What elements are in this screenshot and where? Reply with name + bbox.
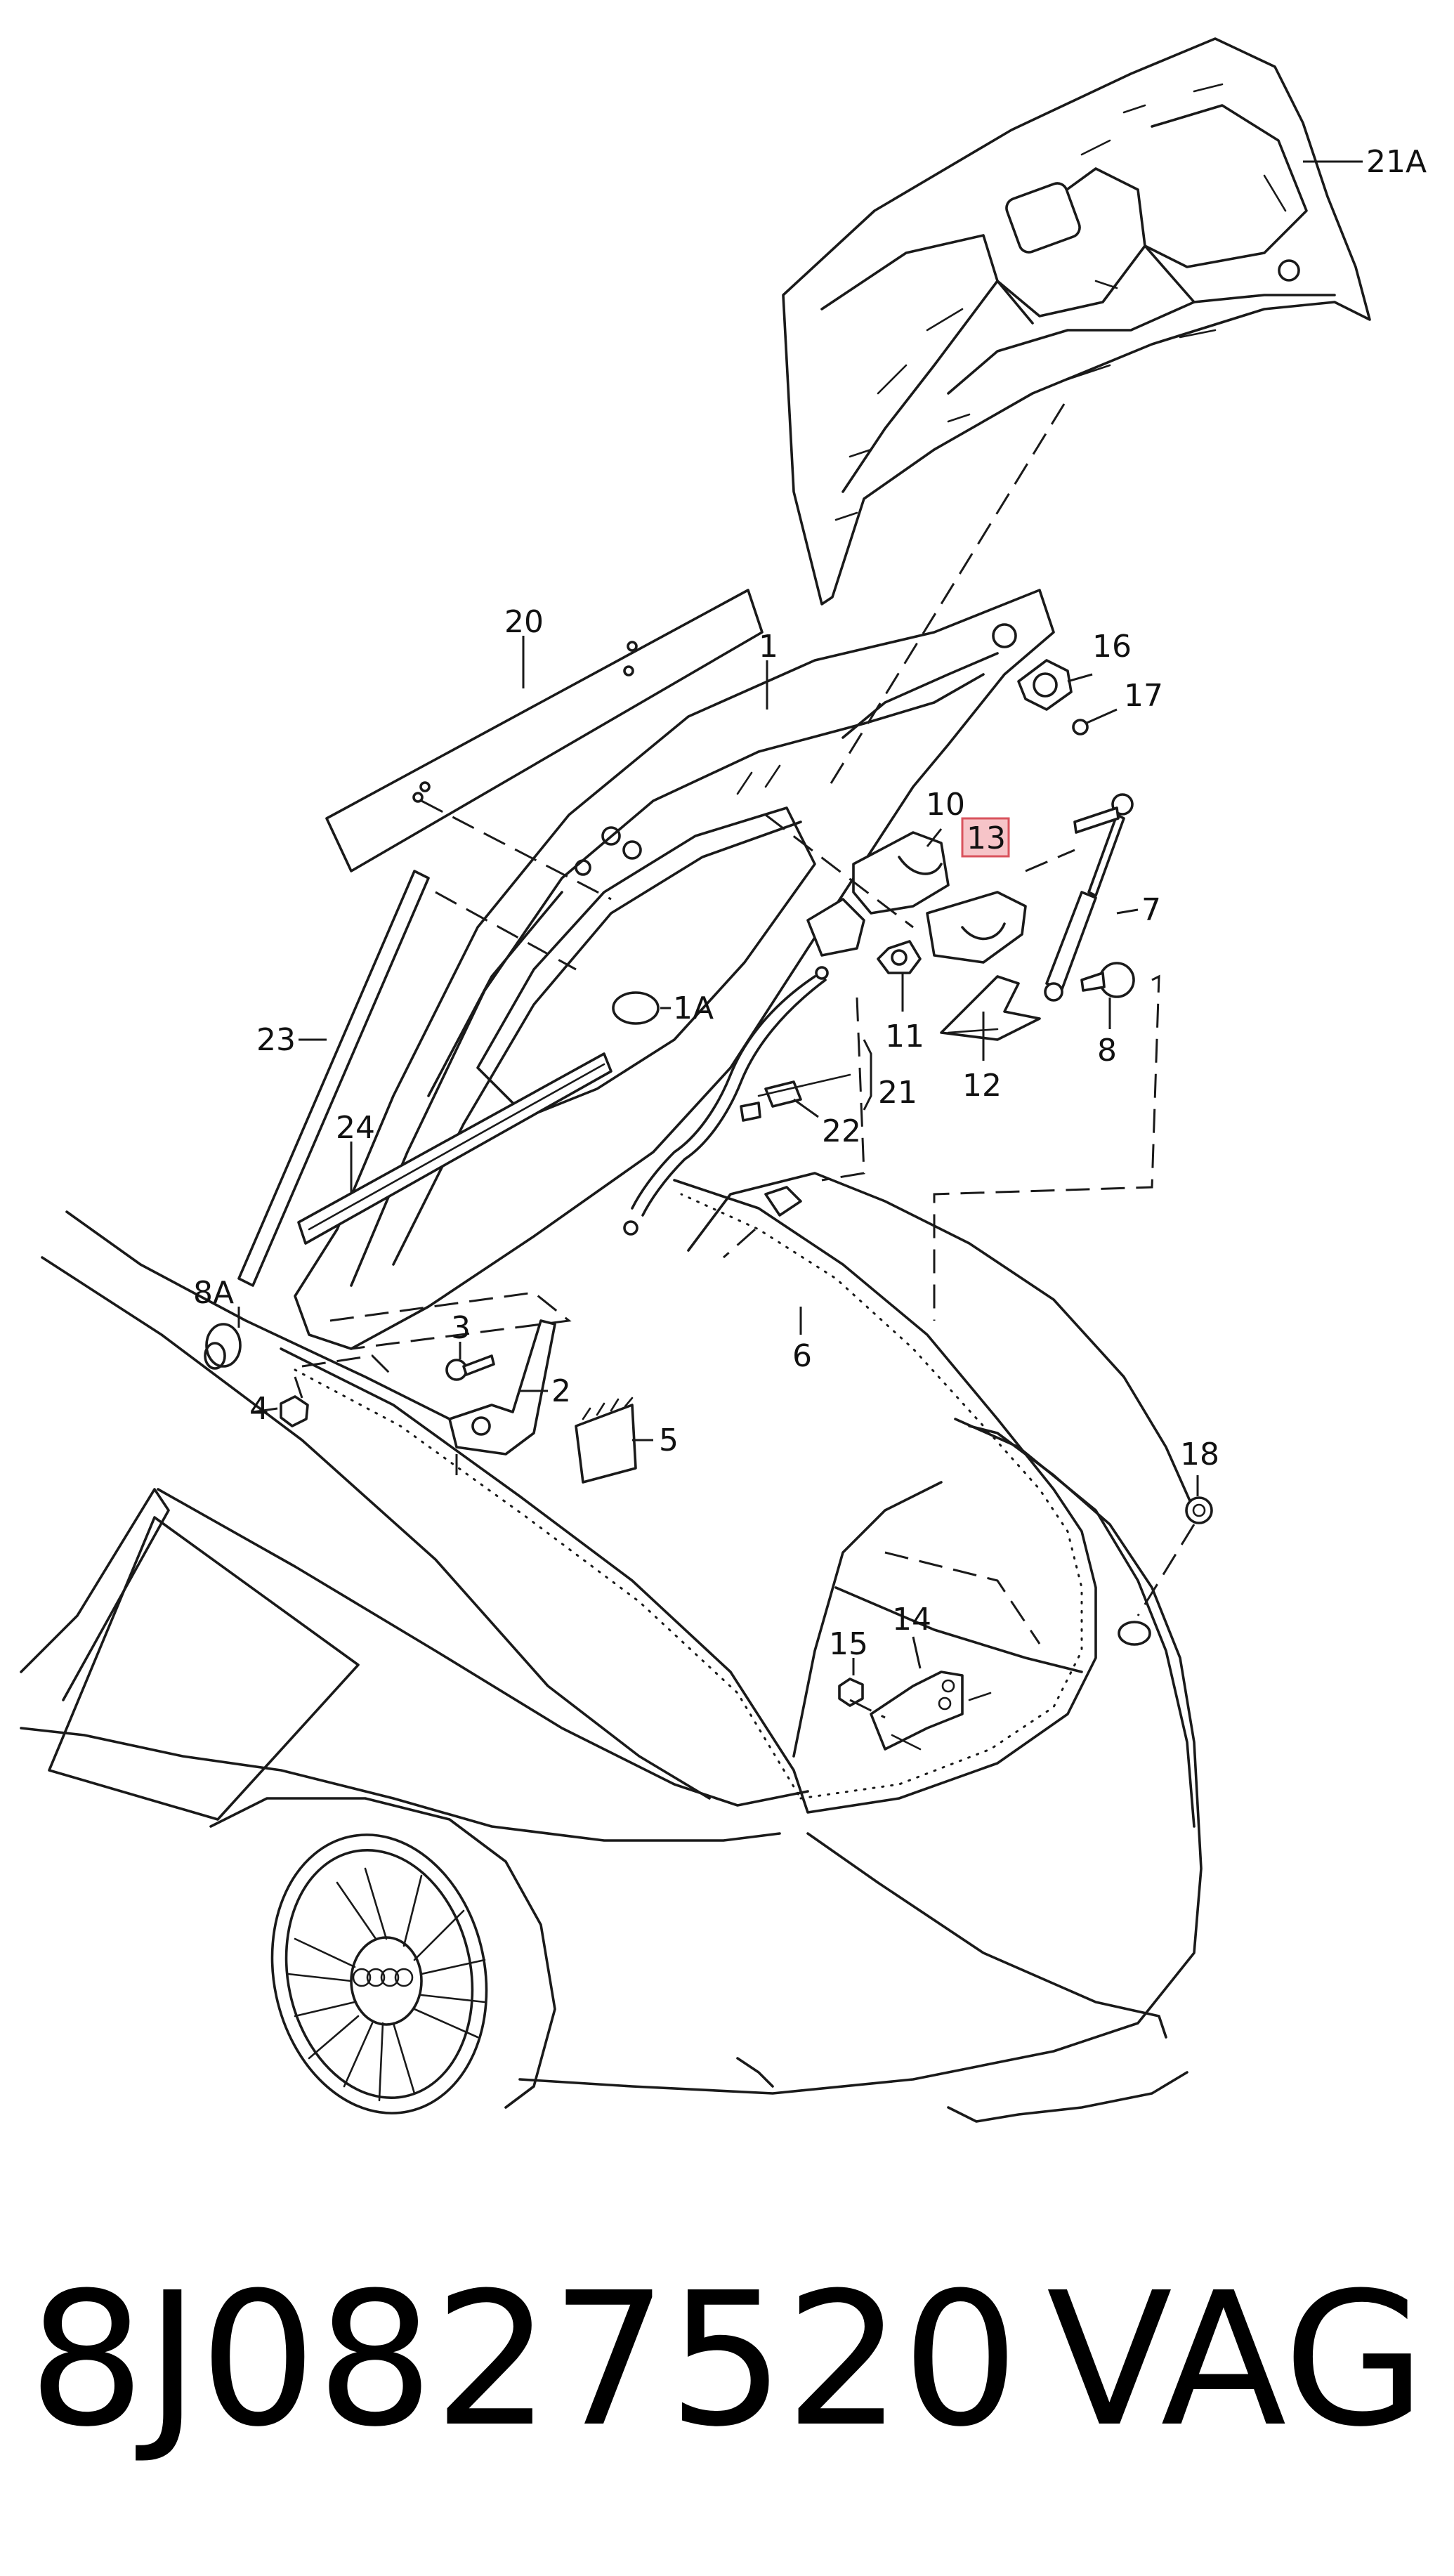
label-21A: 21A (1366, 144, 1427, 180)
part-2-hinge (448, 1319, 556, 1456)
part-number: 8J0827520 (28, 2253, 1019, 2467)
part-11-nut (877, 940, 922, 974)
assembly-lines (294, 403, 1196, 1719)
label-22: 22 (822, 1113, 861, 1149)
label-10: 10 (926, 787, 965, 823)
part-17-bolt (1072, 719, 1089, 735)
label-16: 16 (1092, 629, 1132, 665)
part-8-ball-stud (1080, 962, 1135, 998)
part-12-bracket (940, 975, 1041, 1041)
label-8: 8 (1097, 1033, 1117, 1068)
label-2: 2 (551, 1373, 571, 1409)
trim-panel-21A (782, 37, 1371, 606)
brand-label: VAG (1046, 2253, 1426, 2467)
part-13-striker-bracket (926, 891, 1027, 964)
plug-1A (612, 991, 660, 1025)
label-8A: 8A (193, 1275, 234, 1311)
label-7: 7 (1141, 892, 1161, 928)
label-24: 24 (336, 1110, 375, 1146)
trunk-lid-1 (294, 589, 1055, 1350)
label-21: 21 (878, 1075, 917, 1111)
label-23: 23 (256, 1022, 296, 1058)
label-11: 11 (885, 1019, 924, 1054)
part-14-striker (870, 1671, 992, 1751)
label-5: 5 (659, 1423, 679, 1458)
part-4-nut (280, 1395, 309, 1427)
leader-lines (237, 160, 1363, 1675)
label-17: 17 (1124, 678, 1163, 714)
footer: 8J0827520 VAG (0, 2244, 1454, 2476)
label-14: 14 (892, 1602, 931, 1637)
label-6: 6 (792, 1338, 812, 1374)
part-labels: 21A 20 1 16 17 10 13 7 1A 23 11 12 8 21 … (193, 144, 1427, 1662)
part-16-grommet (1017, 659, 1073, 711)
part-3-bolt (445, 1354, 495, 1381)
rear-wheel (270, 1833, 488, 2114)
part-18-cap (1185, 1496, 1213, 1524)
part-8A-buffer (204, 1323, 242, 1370)
label-13: 13 (967, 820, 1006, 856)
part-10-lock (806, 831, 950, 957)
cover-strip-20 (325, 589, 764, 872)
part-7-gas-strut (1044, 793, 1134, 1002)
label-18: 18 (1180, 1437, 1219, 1472)
label-1: 1 (759, 629, 778, 665)
label-12: 12 (962, 1068, 1002, 1104)
label-1A: 1A (673, 990, 714, 1026)
highlight-box-13 (961, 817, 1010, 858)
part-21-release-cable (623, 966, 851, 1236)
part-15-nut (838, 1678, 864, 1707)
car-body (20, 1172, 1203, 2123)
label-15: 15 (829, 1626, 868, 1662)
side-strip-23 (237, 870, 430, 1287)
label-3: 3 (451, 1310, 471, 1346)
label-4: 4 (249, 1391, 269, 1427)
trunk-opening-seal-6 (280, 1179, 1097, 1814)
label-20: 20 (504, 604, 544, 640)
part-5-clip (575, 1397, 637, 1484)
seal-strip-24 (297, 1052, 613, 1245)
